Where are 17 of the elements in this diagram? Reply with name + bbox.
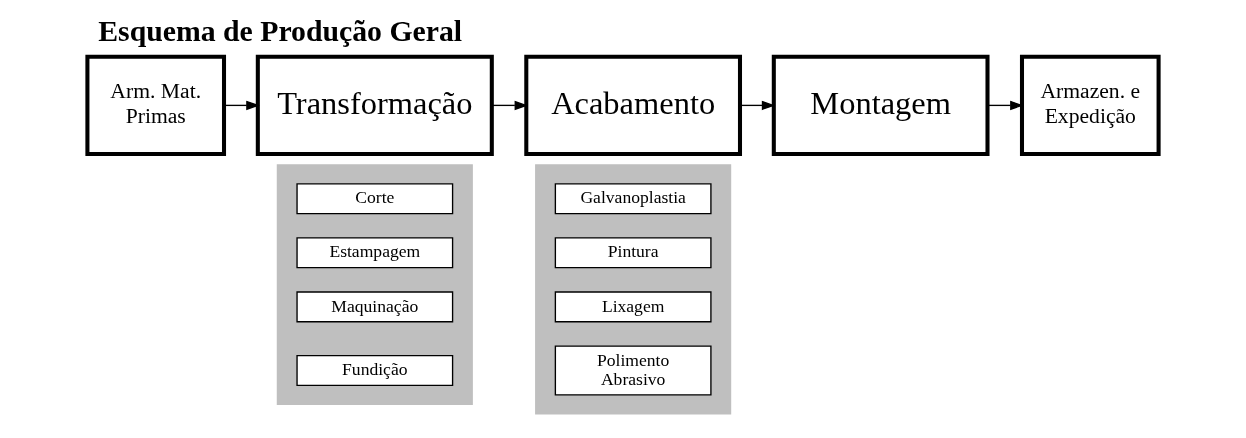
node-box: Armazen. e Expedição xyxy=(1019,54,1161,157)
node-box: Arm. Mat. Primas xyxy=(85,54,227,157)
diagram-title: Esquema de Produção Geral xyxy=(98,14,463,48)
node-box: Corte xyxy=(296,183,454,215)
node-box: Pintura xyxy=(554,237,712,269)
node-box: Maquinação xyxy=(296,291,454,323)
node-box: Montagem xyxy=(771,54,990,157)
node-box: Lixagem xyxy=(554,291,712,323)
cluster xyxy=(535,164,732,415)
arrow xyxy=(223,100,260,111)
node-box: Transformação xyxy=(255,54,494,157)
node-box: Polimento Abrasivo xyxy=(554,345,712,396)
cluster xyxy=(276,164,473,405)
node-box: Galvanoplastia xyxy=(554,183,712,215)
node-box: Estampagem xyxy=(296,237,454,269)
node-box: Fundição xyxy=(296,354,454,387)
node-box: Acabamento xyxy=(524,54,742,157)
